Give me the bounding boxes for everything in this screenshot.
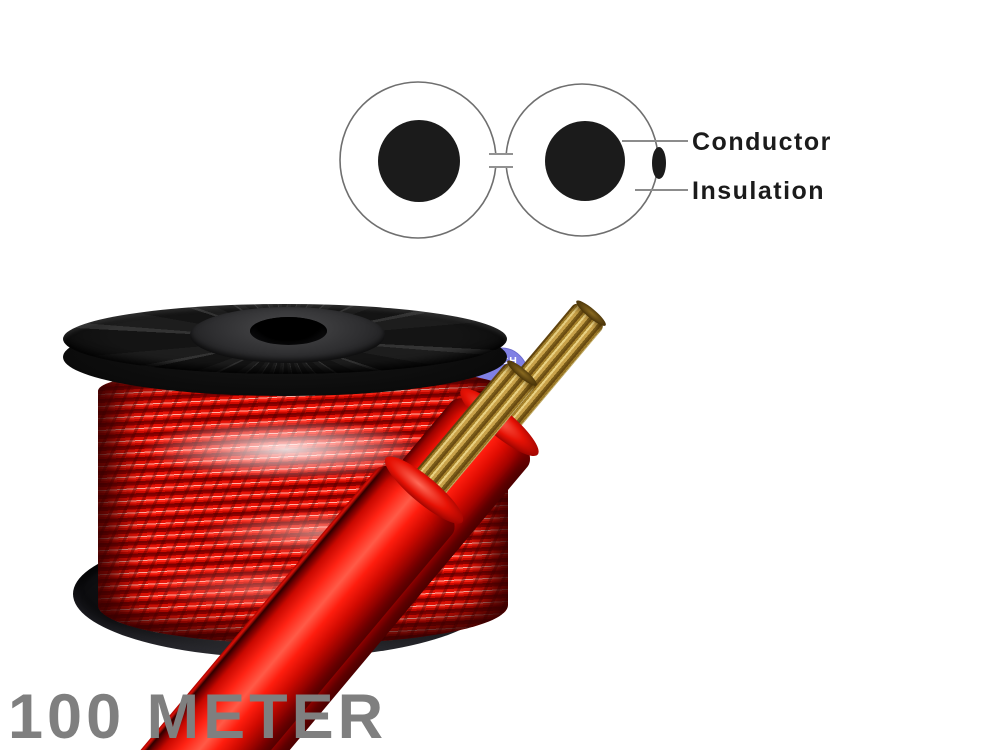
cross-section-diagram: Conductor Insulation: [339, 81, 832, 239]
insulation-label: Insulation: [692, 177, 825, 205]
web-connector: [490, 153, 512, 168]
conductor-label: Conductor: [692, 128, 832, 156]
spool-axle-hole: [250, 317, 327, 345]
right-conductor-circle: [545, 121, 625, 201]
length-label: 100 METER: [8, 682, 388, 750]
left-conductor-circle: [378, 120, 460, 202]
insulation-notch-mark: [652, 147, 666, 179]
